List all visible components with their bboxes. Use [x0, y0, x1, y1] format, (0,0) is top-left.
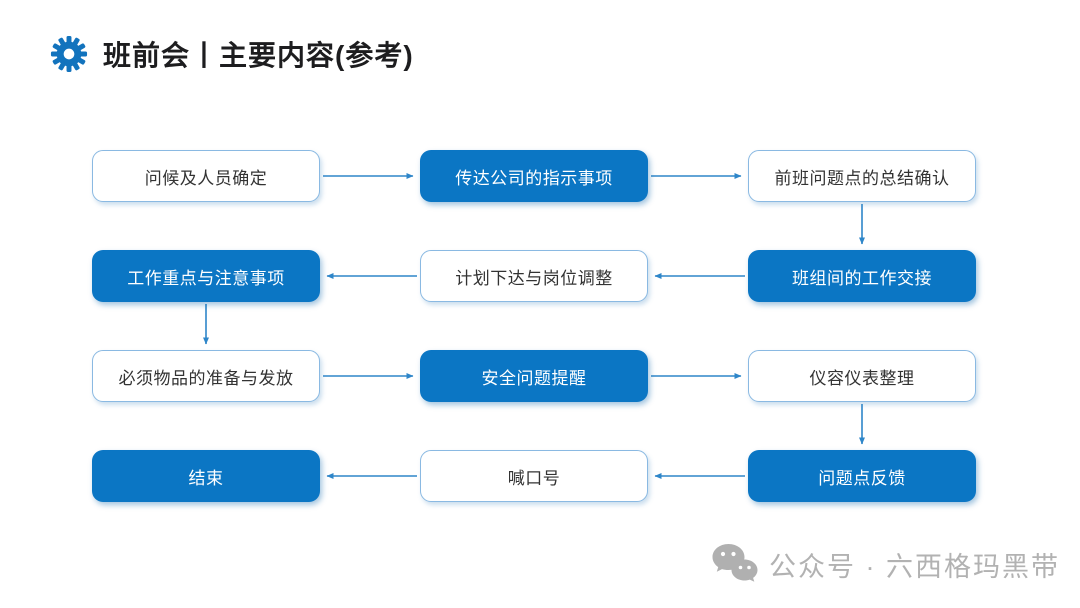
flow-step-end: 结束 [92, 450, 320, 502]
flow-step-appearance-tidying: 仪容仪表整理 [748, 350, 976, 402]
flow-step-company-instructions: 传达公司的指示事项 [420, 150, 648, 202]
slide-header: 班前会丨主要内容(参考) [50, 34, 414, 74]
watermark: 公众号 · 六西格玛黑带 [711, 542, 1060, 586]
flow-step-slogan-shout: 喊口号 [420, 450, 648, 502]
watermark-text: 公众号 · 六西格玛黑带 [769, 551, 1060, 582]
flow-step-work-priorities: 工作重点与注意事项 [92, 250, 320, 302]
flow-step-safety-reminder: 安全问题提醒 [420, 350, 648, 402]
flow-step-greeting: 问候及人员确定 [92, 150, 320, 202]
gear-icon [50, 35, 88, 73]
flow-step-problem-feedback: 问题点反馈 [748, 450, 976, 502]
flow-step-shift-handover: 班组间的工作交接 [748, 250, 976, 302]
flow-step-supplies-preparation: 必须物品的准备与发放 [92, 350, 320, 402]
page-title: 班前会丨主要内容(参考) [103, 40, 414, 71]
flow-step-plan-assignment: 计划下达与岗位调整 [420, 250, 648, 302]
wechat-icon [712, 544, 758, 582]
flow-step-previous-shift-summary: 前班问题点的总结确认 [748, 150, 976, 202]
